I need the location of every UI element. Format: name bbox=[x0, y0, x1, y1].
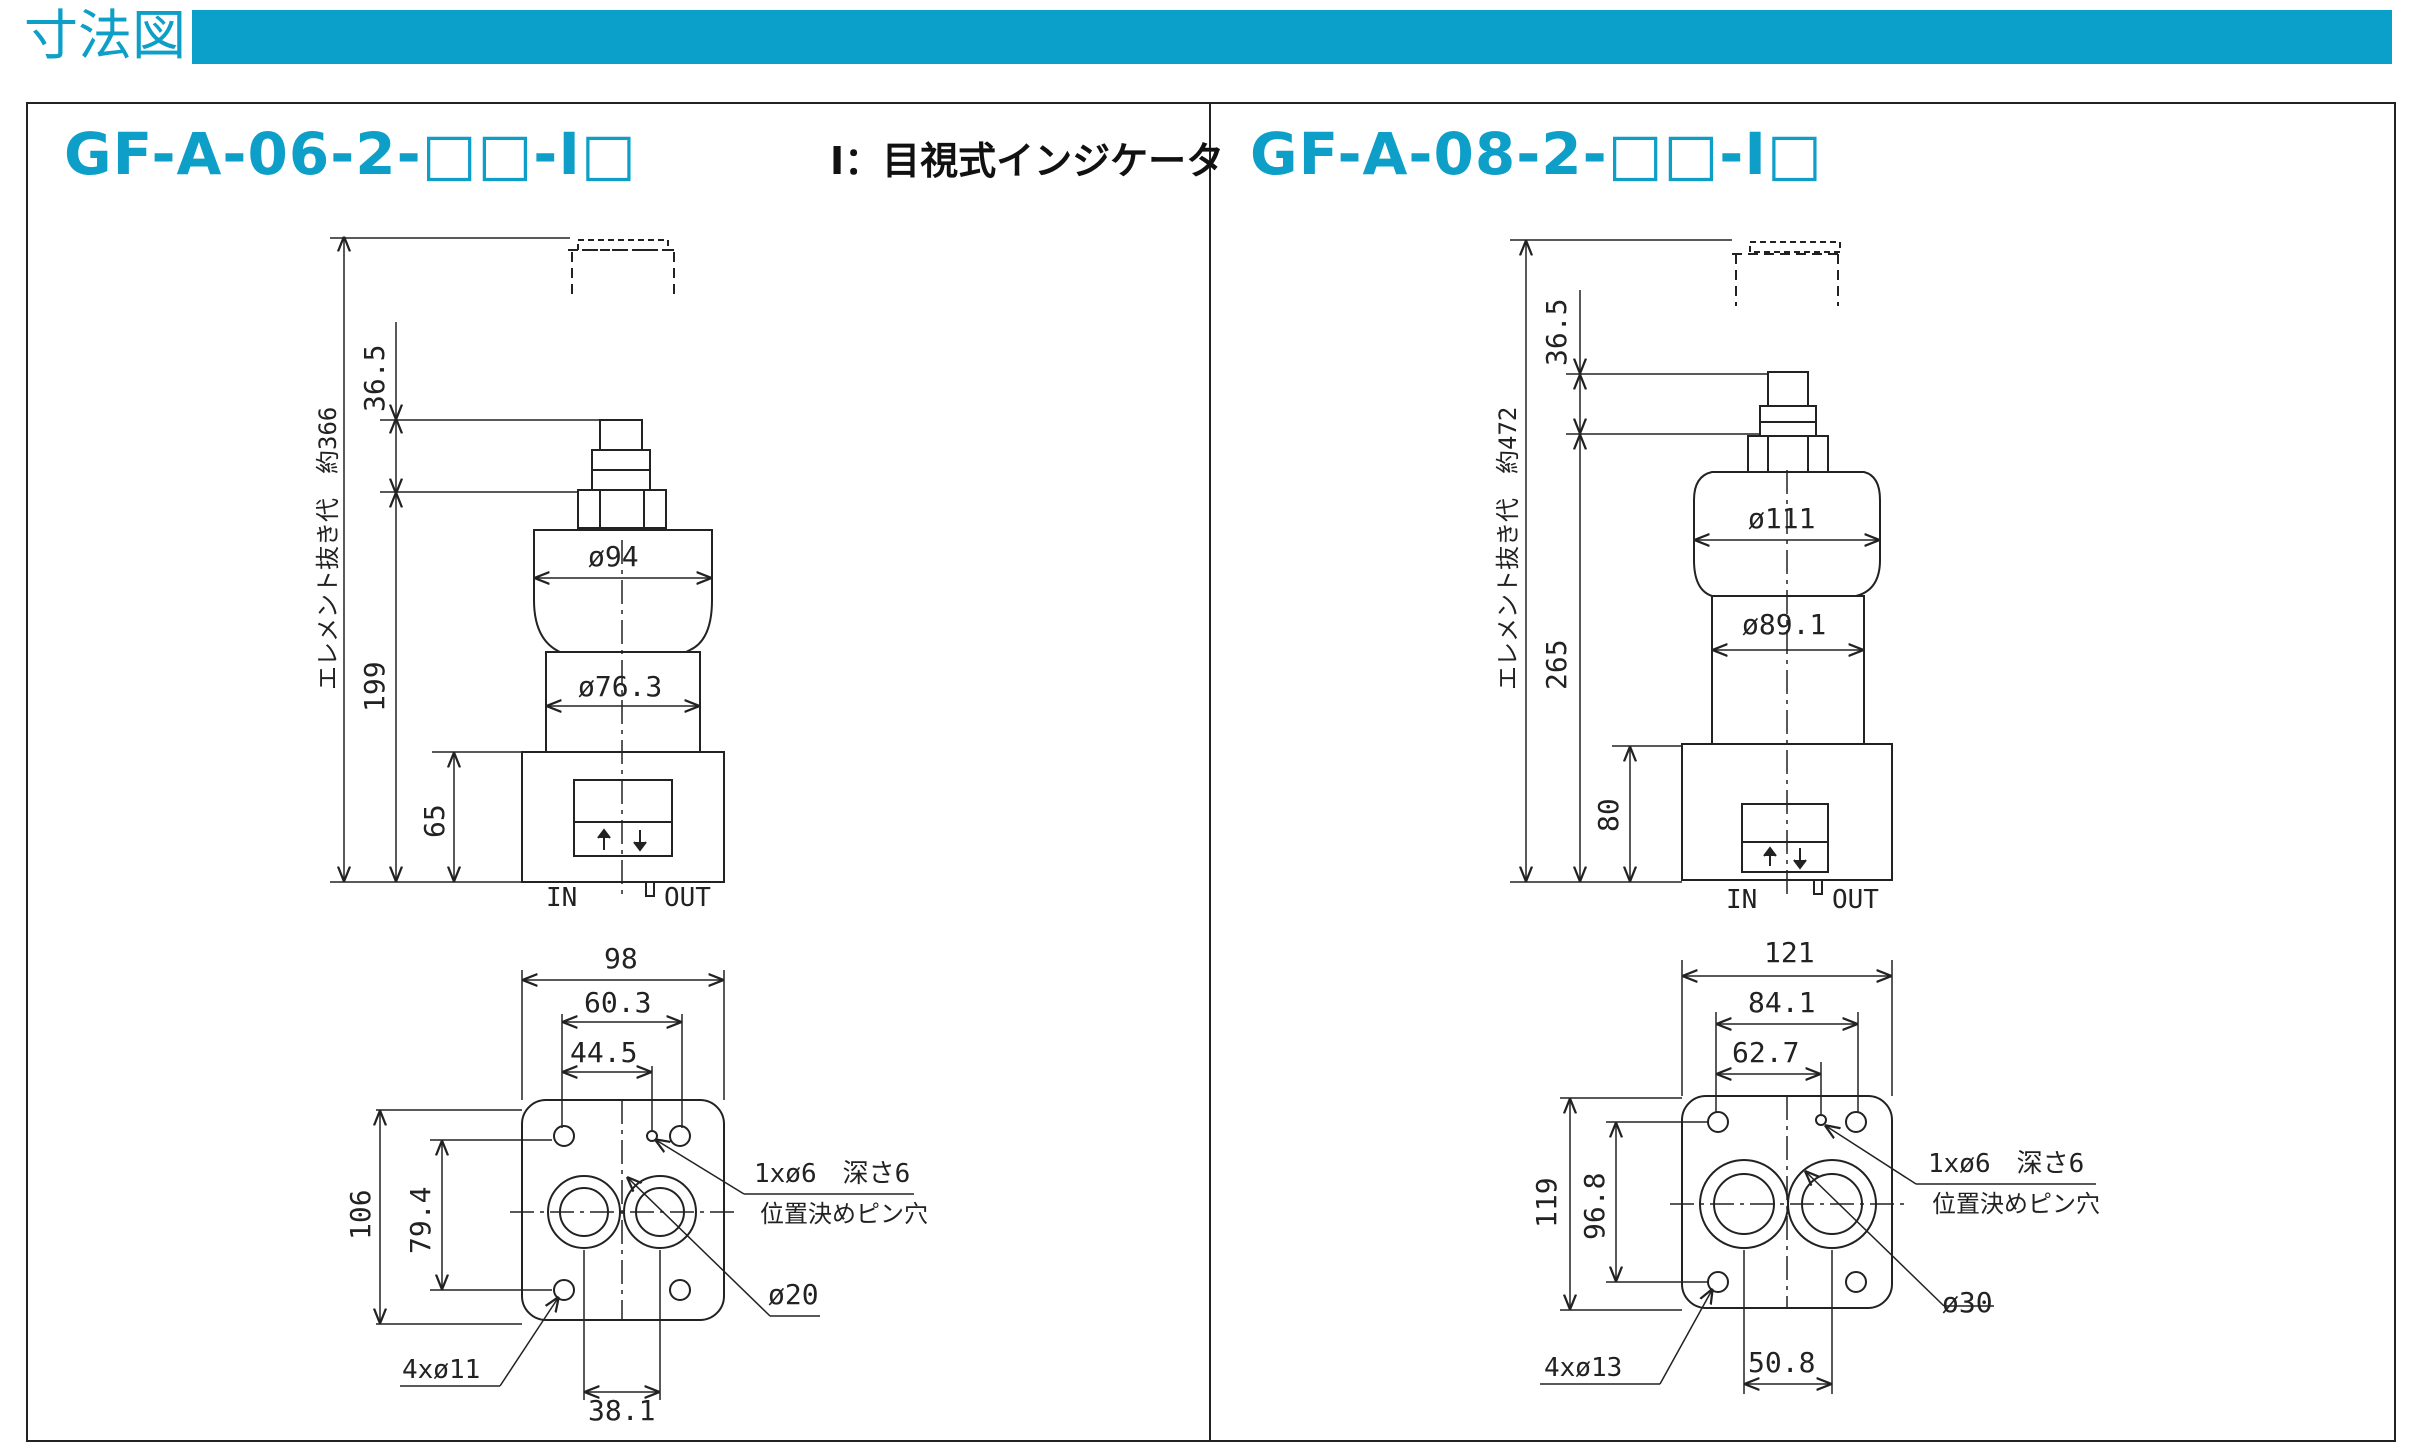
right-side-view bbox=[1681, 241, 1893, 900]
right-plan-view bbox=[1670, 1095, 1904, 1309]
right-port-pitch-label: 50.8 bbox=[1748, 1346, 1815, 1379]
right-port-out-label: OUT bbox=[1832, 885, 1879, 915]
left-port-height-label: 65 bbox=[418, 804, 451, 838]
left-top-offset-label: 36.5 bbox=[358, 345, 391, 412]
header-accent-bar bbox=[192, 10, 2392, 64]
right-bolt-pitch-y-label: 96.8 bbox=[1578, 1173, 1611, 1240]
left-pin-hole-label: 1xø6 深さ6 bbox=[754, 1159, 910, 1189]
right-bolt-pitch-x-label: 84.1 bbox=[1748, 986, 1815, 1019]
right-body-dia-label: ø89.1 bbox=[1742, 608, 1826, 641]
left-side-view bbox=[521, 239, 725, 900]
left-plan-dimensions bbox=[376, 970, 914, 1400]
left-port-dia-label: ø20 bbox=[768, 1278, 819, 1311]
right-pin-hole-desc: 位置決めピン穴 bbox=[1932, 1190, 2100, 1218]
left-side-dimensions bbox=[330, 238, 710, 883]
page-title: 寸法図 bbox=[24, 4, 186, 67]
right-model-title: GF-A-08-2-□□-I□ bbox=[1250, 120, 1823, 188]
right-plan-dimensions bbox=[1540, 960, 2096, 1394]
right-element-removal-label: エレメント抜き代 約472 bbox=[1494, 407, 1522, 690]
left-pin-pitch-label: 44.5 bbox=[570, 1036, 637, 1069]
left-head-dia-label: ø94 bbox=[588, 540, 639, 573]
left-body-dia-label: ø76.3 bbox=[578, 670, 662, 703]
right-head-dia-label: ø111 bbox=[1748, 502, 1815, 535]
right-mount-holes-label: 4xø13 bbox=[1544, 1353, 1622, 1383]
right-side-dimensions bbox=[1510, 239, 1878, 883]
right-height-label: 265 bbox=[1540, 639, 1573, 690]
left-height-label: 199 bbox=[358, 661, 391, 712]
right-depth-label: 119 bbox=[1530, 1177, 1563, 1228]
right-top-offset-label: 36.5 bbox=[1540, 299, 1573, 366]
right-port-height-label: 80 bbox=[1592, 798, 1625, 832]
left-model-title: GF-A-06-2-□□-I□ bbox=[64, 120, 637, 188]
left-bolt-pitch-y-label: 79.4 bbox=[404, 1187, 437, 1254]
panel-divider bbox=[1209, 102, 1211, 1442]
right-pin-pitch-label: 62.7 bbox=[1732, 1036, 1799, 1069]
left-element-removal-label: エレメント抜き代 約366 bbox=[314, 407, 342, 690]
right-pin-hole-label: 1xø6 深さ6 bbox=[1928, 1149, 2084, 1179]
left-bolt-pitch-x-label: 60.3 bbox=[584, 986, 651, 1019]
left-mount-holes-label: 4xø11 bbox=[402, 1355, 480, 1385]
right-port-dia-label: ø30 bbox=[1942, 1286, 1993, 1319]
left-plan-view bbox=[510, 1099, 736, 1321]
left-depth-label: 106 bbox=[344, 1189, 377, 1240]
left-width-label: 98 bbox=[604, 942, 638, 975]
right-width-label: 121 bbox=[1764, 936, 1815, 969]
right-port-in-label: IN bbox=[1726, 885, 1757, 915]
left-port-out-label: OUT bbox=[664, 883, 711, 913]
left-pin-hole-desc: 位置決めピン穴 bbox=[760, 1200, 928, 1228]
indicator-note: I：目視式インジケータ bbox=[830, 139, 1225, 183]
left-port-in-label: IN bbox=[546, 883, 577, 913]
left-port-pitch-label: 38.1 bbox=[588, 1394, 655, 1427]
